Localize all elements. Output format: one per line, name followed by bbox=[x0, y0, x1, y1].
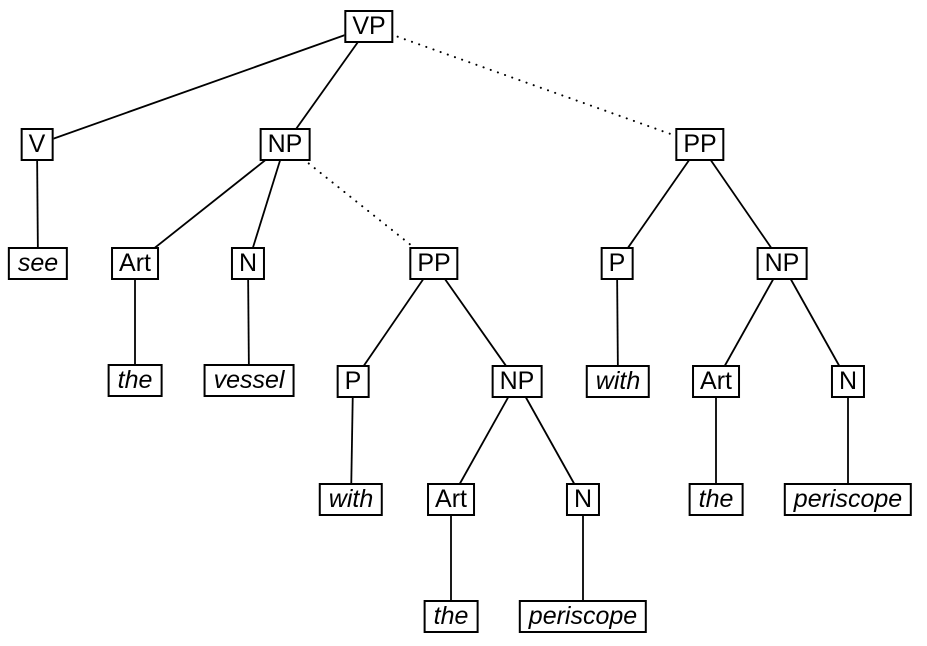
word-see: see bbox=[7, 247, 69, 280]
tree-edge-solid-vp-v bbox=[36, 25, 370, 146]
word-vessel: vessel bbox=[203, 364, 295, 397]
word-with-right: with bbox=[585, 365, 651, 398]
tree-edge-solid-pp2-np3 bbox=[699, 143, 783, 265]
node-vp: VP bbox=[344, 10, 394, 43]
tree-edge-solid-vp-np1 bbox=[284, 25, 370, 146]
word-the-right: the bbox=[688, 483, 744, 516]
tree-edge-solid-pp2-p2 bbox=[616, 143, 701, 265]
node-n-vessel: N bbox=[230, 247, 266, 280]
tree-edge-solid-p1-with1 bbox=[350, 381, 354, 500]
tree-edge-solid-pp1-p1 bbox=[352, 262, 435, 383]
word-the-mid: the bbox=[423, 600, 479, 633]
tree-edge-solid-v-see bbox=[36, 144, 39, 264]
node-art-vessel: Art bbox=[111, 247, 159, 280]
tree-edge-dotted-vp-pp2 bbox=[368, 25, 701, 146]
node-np-object: NP bbox=[259, 128, 311, 161]
tree-edge-solid-np3-art3 bbox=[715, 263, 783, 382]
node-p-right: P bbox=[600, 247, 634, 280]
tree-edge-solid-pp1-np2 bbox=[433, 262, 518, 383]
node-n-mid: N bbox=[565, 483, 601, 516]
tree-edge-solid-np2-art2 bbox=[450, 381, 518, 500]
word-periscope-right: periscope bbox=[783, 483, 913, 516]
node-pp-np-attach: PP bbox=[409, 247, 459, 280]
tree-edge-solid-np1-art1 bbox=[134, 143, 286, 265]
tree-edge-solid-np1-n1 bbox=[247, 144, 286, 264]
node-p-mid: P bbox=[336, 365, 370, 398]
node-pp-vp-attach: PP bbox=[675, 128, 725, 161]
node-art-right: Art bbox=[692, 365, 740, 398]
node-np-mid: NP bbox=[491, 365, 543, 398]
node-art-mid: Art bbox=[427, 483, 475, 516]
node-n-right: N bbox=[830, 365, 866, 398]
word-the-vessel: the bbox=[107, 364, 163, 397]
tree-edge-solid-np2-n2 bbox=[516, 381, 584, 500]
tree-edge-dotted-np1-pp1 bbox=[284, 143, 435, 265]
node-np-right: NP bbox=[756, 247, 808, 280]
node-v: V bbox=[20, 128, 54, 161]
tree-edge-solid-np3-n3 bbox=[781, 263, 849, 382]
tree-edge-solid-p2-with2 bbox=[616, 263, 619, 382]
word-with-mid: with bbox=[318, 483, 384, 516]
tree-edge-solid-n1-vessel bbox=[247, 263, 250, 381]
word-periscope-mid: periscope bbox=[518, 600, 648, 633]
